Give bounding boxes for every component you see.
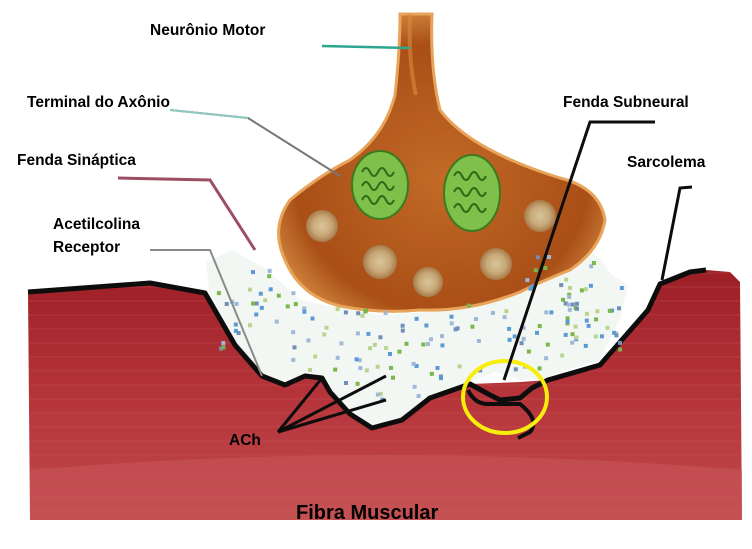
axon-terminal — [279, 14, 605, 311]
label-muscle-fiber: Fibra Muscular — [296, 502, 438, 525]
label-sarcolemma: Sarcolema — [627, 154, 705, 172]
leader-axon-terminal — [170, 110, 340, 176]
leader-sarcolemma — [662, 187, 692, 280]
label-subneural-cleft: Fenda Subneural — [563, 94, 689, 112]
label-receptor-line2: Receptor — [53, 239, 120, 257]
mitochondrion-left — [352, 151, 408, 219]
label-axon-terminal: Terminal do Axônio — [27, 94, 170, 112]
leader-synaptic-cleft — [118, 178, 255, 250]
label-synaptic-cleft: Fenda Sináptica — [17, 152, 136, 170]
leader-motor-neuron — [322, 46, 410, 48]
label-ach: ACh — [229, 432, 261, 450]
label-receptor-line1: Acetilcolina — [53, 216, 140, 234]
mitochondrion-right — [444, 155, 500, 231]
label-motor-neuron: Neurônio Motor — [150, 22, 265, 40]
